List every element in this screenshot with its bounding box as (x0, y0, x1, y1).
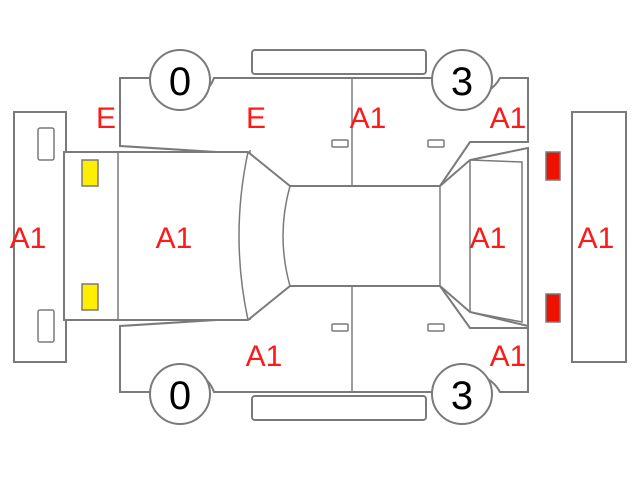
mark-front-fender-top: E (96, 102, 116, 135)
headlight-left (81, 159, 99, 187)
rear-bumper (571, 111, 627, 363)
tire-rear-right-label: 3 (451, 374, 473, 418)
tire-front-right-label: 0 (169, 374, 191, 418)
mark-trunk: A1 (470, 222, 507, 255)
tire-rear-right: 3 (431, 363, 493, 425)
tire-front-right: 0 (149, 363, 211, 425)
tire-front-left: 0 (149, 49, 211, 111)
mark-rear-door-top: A1 (350, 102, 387, 135)
mark-rear-bumper: A1 (578, 222, 615, 255)
front-bumper (13, 111, 67, 363)
headlight-right (81, 283, 99, 311)
tire-rear-left-label: 3 (451, 60, 473, 104)
tire-front-left-label: 0 (169, 60, 191, 104)
taillight-bottom (545, 293, 561, 323)
mark-front-door-bottom: A1 (246, 340, 283, 373)
top-view-body (63, 146, 529, 328)
tire-rear-left: 3 (431, 49, 493, 111)
mark-hood: A1 (156, 222, 193, 255)
bottom-side-skirt (251, 395, 427, 421)
mark-front-door-top: E (246, 102, 266, 135)
mark-rear-quarter-top: A1 (490, 102, 527, 135)
taillight-top (545, 151, 561, 181)
top-side-skirt (251, 49, 427, 75)
mark-front-bumper: A1 (10, 222, 47, 255)
mark-rear-quarter-bottom: A1 (490, 340, 527, 373)
